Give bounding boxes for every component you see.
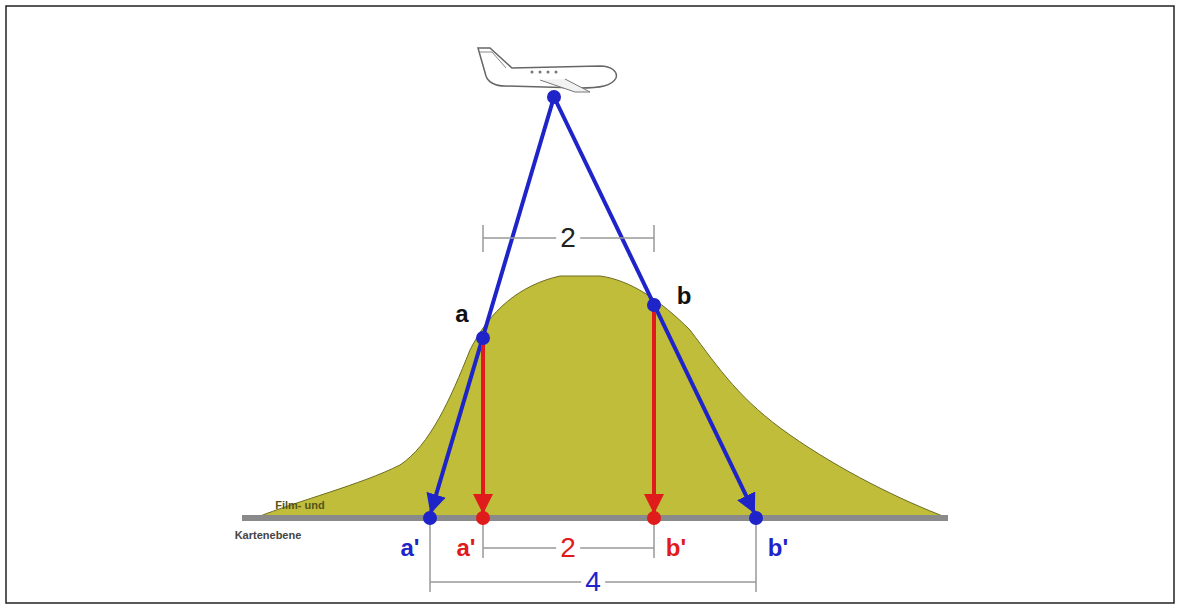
point-label: b' bbox=[768, 536, 788, 560]
point-label: a' bbox=[400, 536, 419, 560]
dimension-lines bbox=[430, 225, 756, 592]
point bbox=[547, 90, 561, 104]
film-plane bbox=[242, 515, 948, 521]
airplane bbox=[478, 48, 616, 92]
point bbox=[749, 511, 763, 525]
point bbox=[476, 331, 490, 345]
point bbox=[647, 298, 661, 312]
dimension-value: 2 bbox=[556, 224, 580, 252]
point-label: b bbox=[677, 284, 692, 308]
projection bbox=[481, 338, 485, 512]
point bbox=[647, 511, 661, 525]
point bbox=[476, 511, 490, 525]
plane-label: Film- und bbox=[275, 500, 325, 511]
dimension-value: 4 bbox=[581, 568, 605, 596]
ray bbox=[431, 97, 554, 512]
plane-label: Kartenebene bbox=[235, 530, 302, 541]
point bbox=[423, 511, 437, 525]
point-label: a' bbox=[456, 536, 475, 560]
projection bbox=[652, 305, 656, 512]
frame bbox=[6, 6, 1174, 603]
ray bbox=[554, 97, 754, 512]
point-label: b' bbox=[666, 536, 686, 560]
hill bbox=[255, 276, 948, 518]
dimension-value: 2 bbox=[556, 534, 580, 562]
point-label: a bbox=[455, 302, 468, 326]
